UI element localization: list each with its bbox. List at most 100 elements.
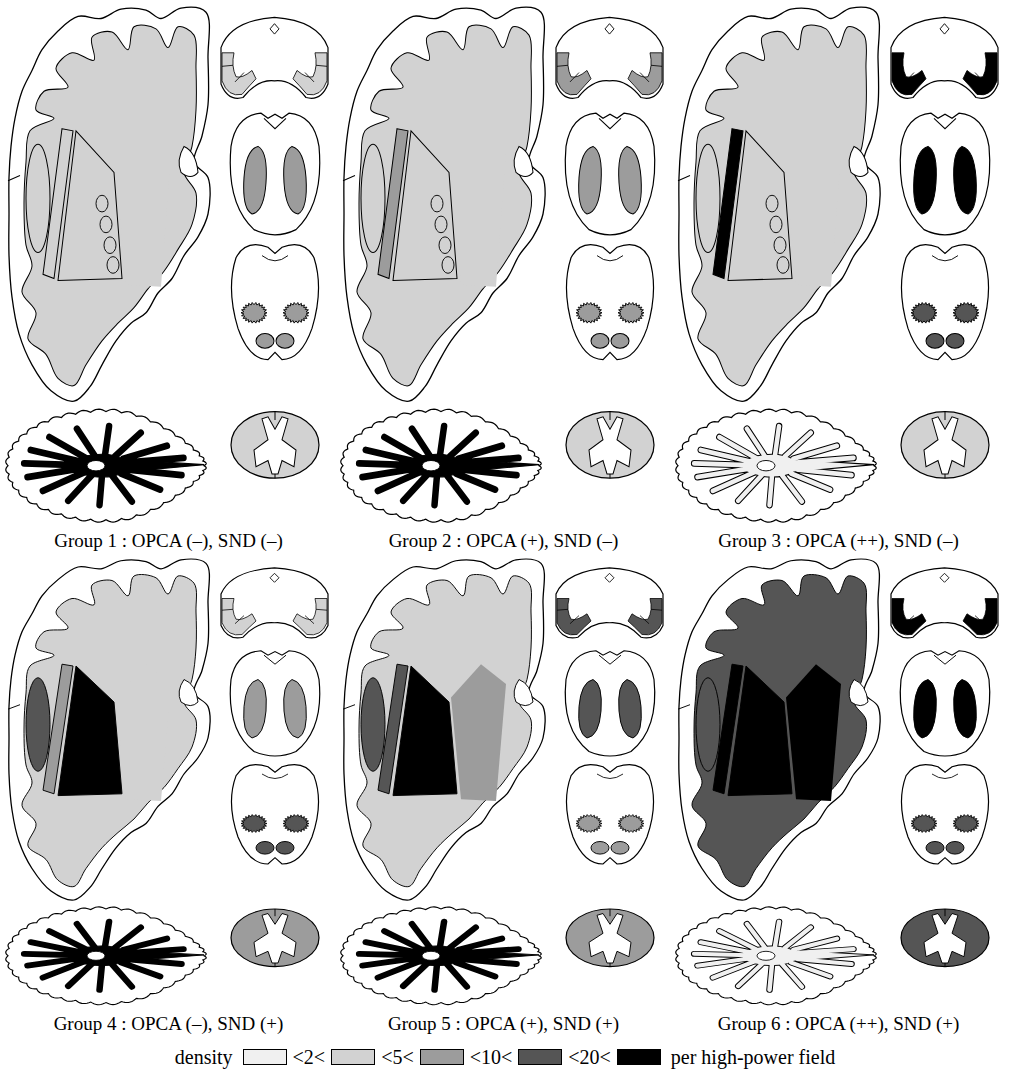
pons-outline bbox=[900, 113, 990, 235]
pyramid bbox=[946, 334, 964, 349]
white-matter bbox=[22, 25, 197, 386]
fibre-bundle bbox=[100, 740, 112, 754]
pyramid bbox=[611, 842, 629, 855]
medulla-outline bbox=[231, 245, 318, 360]
fourth-ventricle bbox=[934, 118, 956, 128]
grey-matter bbox=[254, 914, 296, 964]
cerebrum-outline bbox=[9, 7, 210, 401]
claustrum bbox=[696, 678, 720, 772]
inferior-olive bbox=[576, 815, 602, 833]
pontine-base bbox=[619, 146, 642, 214]
inferior-olive bbox=[283, 303, 309, 324]
brain-sections bbox=[676, 558, 1010, 1005]
aqueduct bbox=[940, 573, 949, 582]
pontine-base bbox=[954, 146, 977, 214]
white-matter bbox=[692, 25, 867, 386]
legend-item: <5< bbox=[331, 1046, 420, 1069]
pontine-base bbox=[244, 680, 267, 739]
fibre-bundle bbox=[96, 195, 108, 212]
group-caption: Group 3 : OPCA (++), SND (–) bbox=[670, 530, 1007, 552]
fibre-bundle bbox=[770, 216, 782, 233]
pyramid bbox=[926, 842, 944, 855]
legend: density <2<<5< <10< <20< per high-power fiel… bbox=[0, 1044, 1010, 1070]
legend-unit: per high-power field bbox=[671, 1046, 835, 1069]
cerebrum-outline bbox=[344, 559, 545, 900]
legend-label: <20< bbox=[568, 1046, 611, 1069]
fibre-bundle bbox=[442, 775, 454, 789]
fibre-bundle bbox=[107, 257, 119, 274]
fourth-ventricle bbox=[934, 655, 956, 664]
upper-pons bbox=[891, 6, 1010, 98]
legend-item: <2< bbox=[243, 1046, 332, 1069]
grey-matter bbox=[924, 914, 966, 964]
pyramid bbox=[611, 334, 629, 349]
aqueduct bbox=[605, 573, 614, 582]
claustrum bbox=[361, 144, 385, 252]
dentate-nucleus bbox=[757, 951, 775, 960]
claustrum bbox=[361, 678, 385, 772]
fibre-bundle bbox=[439, 758, 451, 772]
white-matter bbox=[357, 574, 532, 886]
internal-capsule bbox=[451, 129, 506, 287]
band-divider bbox=[892, 558, 1010, 624]
aqueduct bbox=[940, 24, 949, 34]
putamen bbox=[728, 131, 792, 281]
sylvian-fissure bbox=[678, 176, 690, 181]
fibre-bundle bbox=[431, 722, 443, 736]
legend-label: <10< bbox=[470, 1046, 513, 1069]
fibre-bundle bbox=[431, 195, 443, 212]
fibre-bundle bbox=[100, 216, 112, 233]
pons-outline bbox=[230, 113, 320, 235]
putamen bbox=[393, 131, 457, 281]
inferior-olive bbox=[618, 815, 644, 833]
band-divider bbox=[892, 6, 1010, 82]
inferior-olive bbox=[911, 303, 937, 324]
median-sulcus bbox=[610, 412, 611, 479]
putamen bbox=[58, 131, 122, 281]
fibre-bundle bbox=[777, 775, 789, 789]
grey-matter bbox=[924, 417, 966, 474]
legend-title: density bbox=[175, 1046, 233, 1069]
aqueduct bbox=[270, 24, 279, 34]
spinal-cord bbox=[231, 412, 319, 479]
cerebellum-outline bbox=[676, 907, 876, 1005]
cerebrum-outline bbox=[344, 7, 545, 401]
lateral-ventricle bbox=[179, 680, 198, 706]
grey-matter bbox=[254, 417, 296, 474]
sylvian-fissure bbox=[8, 176, 20, 181]
medulla-floor bbox=[932, 774, 958, 779]
arbor-branch bbox=[24, 426, 183, 505]
dentate-nucleus bbox=[422, 460, 440, 470]
pyramid bbox=[276, 334, 294, 349]
inferior-olive bbox=[241, 303, 267, 324]
sylvian-fissure bbox=[343, 176, 355, 181]
cerebrum-outline bbox=[9, 559, 210, 900]
claustrum bbox=[26, 144, 50, 252]
legend-swatch bbox=[617, 1049, 661, 1065]
fibre-bundle bbox=[107, 775, 119, 789]
group-caption: Group 4 : OPCA (–), SND (+) bbox=[0, 1013, 337, 1035]
fibre-bundle bbox=[435, 740, 447, 754]
lateral-ventricle bbox=[514, 680, 533, 706]
pyramid bbox=[946, 842, 964, 855]
aqueduct bbox=[270, 573, 279, 582]
dentate-nucleus bbox=[87, 460, 105, 470]
grey-matter bbox=[589, 914, 631, 964]
dentate-nucleus bbox=[422, 951, 440, 960]
legend-swatch bbox=[420, 1049, 464, 1065]
internal-capsule bbox=[786, 129, 841, 287]
inferior-olive bbox=[576, 303, 602, 324]
cerebrum-outline bbox=[679, 7, 880, 401]
pontine-base bbox=[284, 680, 307, 739]
putamen bbox=[393, 666, 457, 796]
upper-pons bbox=[891, 558, 1010, 638]
inferior-olive bbox=[283, 815, 309, 833]
medulla-outline bbox=[901, 245, 988, 360]
pyramid bbox=[276, 842, 294, 855]
white-matter bbox=[22, 574, 197, 886]
sylvian-fissure bbox=[8, 705, 20, 710]
medulla-floor bbox=[597, 256, 623, 261]
cerebellum-outline bbox=[6, 907, 206, 1005]
medulla-floor bbox=[932, 256, 958, 261]
pons-outline bbox=[565, 113, 655, 235]
